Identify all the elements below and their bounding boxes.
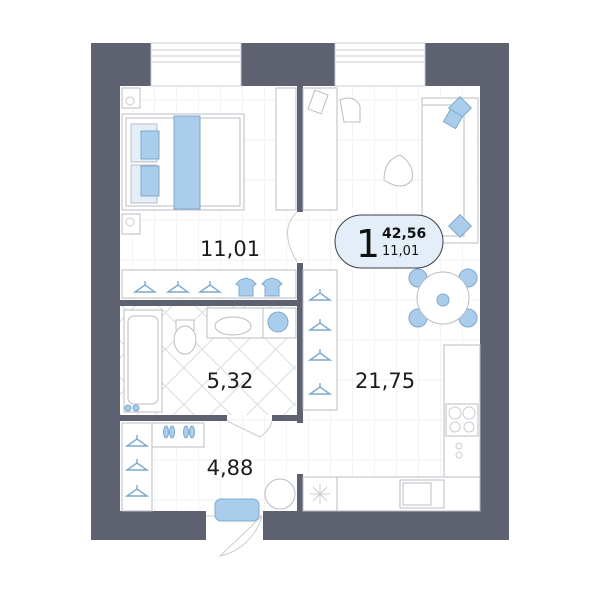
laptop-icon [307,89,329,115]
room-area-hallway: 4,88 [207,456,254,480]
shoe-rack [151,422,205,448]
cushion-icon [442,108,464,130]
boiler-icon [264,478,296,510]
window-living [334,42,426,87]
room-area-living: 21,75 [355,369,415,393]
oven-icon [455,442,463,459]
lamp-icon [125,96,135,106]
chair-icon [339,97,361,123]
bathroom-door-swing[interactable] [226,420,273,438]
kitchen-sink [399,479,445,509]
room-area-bedroom: 11,01 [200,237,260,261]
shirt-icon [235,277,283,297]
apartment-badge: 1 42,56 11,01 [334,214,444,269]
snowflake-icon [310,484,330,504]
entrance-door-swing [218,515,263,557]
hanger-icon [124,435,150,497]
entrance-mat [214,498,260,522]
total-area: 42,56 [382,226,426,242]
hanger-icon [132,281,223,293]
bed [121,113,245,211]
toilet [173,319,197,355]
room-area-bathroom: 5,32 [207,369,254,393]
coffee-table [383,154,413,187]
living-area: 11,01 [382,244,419,259]
dining-table [408,268,478,328]
window-bedroom [150,42,242,87]
washing-machine [262,307,297,339]
room-count: 1 [356,222,380,266]
hanger-icon [307,289,333,395]
bedroom-door-swing[interactable] [287,211,298,263]
cushion-icon [447,213,473,239]
nightstand-icon [121,213,141,235]
bathtub [123,309,163,413]
tv-stand [275,87,297,211]
lamp-icon [125,217,135,227]
sink [206,307,264,339]
stove-icon [445,403,479,437]
shoes-icon [163,425,195,439]
